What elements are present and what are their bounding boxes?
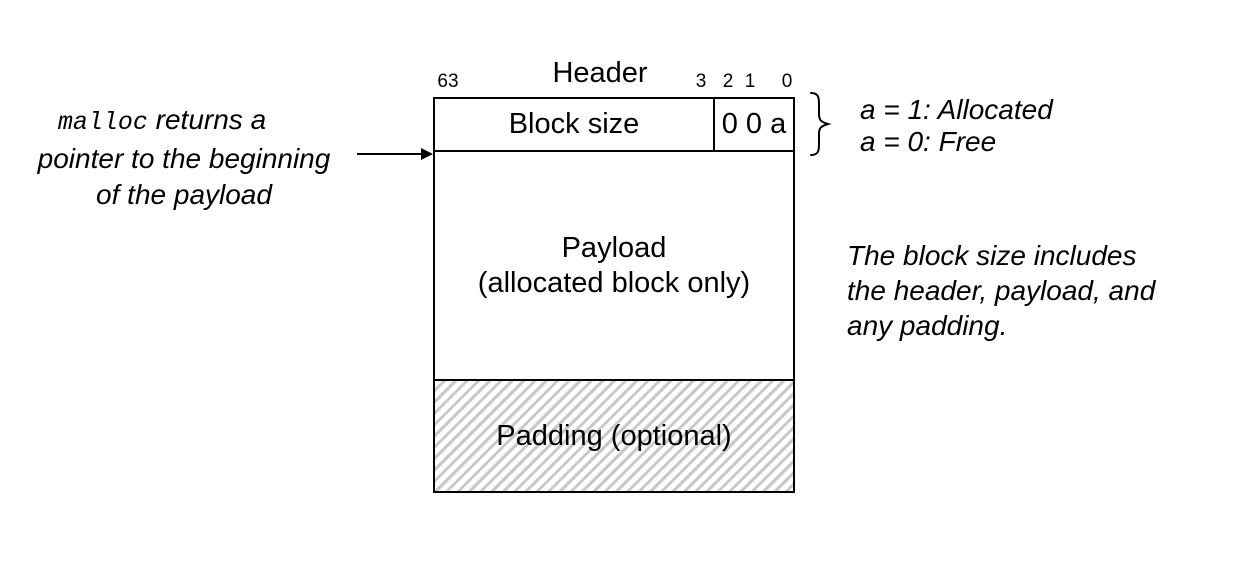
flag-legend: a = 1: Allocated a = 0: Free bbox=[860, 94, 1053, 158]
bit-label-63: 63 bbox=[437, 71, 459, 92]
malloc-note: malloc returns a pointer to the beginnin… bbox=[10, 102, 358, 213]
block-size-note: The block size includes the header, payl… bbox=[847, 238, 1155, 343]
padding-label: Padding (optional) bbox=[496, 419, 732, 452]
block-size-note-line3: any padding. bbox=[847, 310, 1008, 341]
block-size-note-line1: The block size includes bbox=[847, 240, 1137, 271]
header-title: Header bbox=[552, 57, 648, 89]
legend-free: a = 0: Free bbox=[860, 126, 997, 157]
heap-block: Block size 0 0 a Payload (allocated bloc… bbox=[433, 97, 795, 493]
malloc-note-line2: pointer to the beginning bbox=[37, 143, 331, 174]
malloc-note-line3: of the payload bbox=[96, 179, 272, 210]
bit-label-2: 2 bbox=[722, 71, 734, 92]
payload-label-line2: (allocated block only) bbox=[477, 266, 751, 299]
payload-label-line1: Payload bbox=[561, 231, 667, 264]
header-row: Block size 0 0 a bbox=[433, 97, 795, 152]
pointer-arrow-head-icon bbox=[421, 148, 433, 160]
bit-label-0: 0 bbox=[781, 71, 793, 92]
block-size-cell: Block size bbox=[508, 108, 640, 140]
block-size-note-line2: the header, payload, and bbox=[847, 275, 1156, 306]
bit-label-1: 1 bbox=[744, 71, 756, 92]
flag-bits-cell: 0 0 a bbox=[713, 99, 793, 150]
legend-allocated: a = 1: Allocated bbox=[860, 94, 1053, 125]
malloc-code-text: malloc bbox=[57, 108, 148, 137]
malloc-note-line1: malloc returns a bbox=[0, 102, 336, 141]
bit-label-3: 3 bbox=[695, 71, 707, 92]
padding-cell: Padding (optional) bbox=[433, 381, 795, 493]
brace-icon bbox=[810, 92, 832, 156]
payload-cell: Payload (allocated block only) bbox=[433, 152, 795, 381]
malloc-note-line1-rest: returns a bbox=[147, 104, 267, 135]
pointer-arrow-line bbox=[357, 153, 423, 155]
